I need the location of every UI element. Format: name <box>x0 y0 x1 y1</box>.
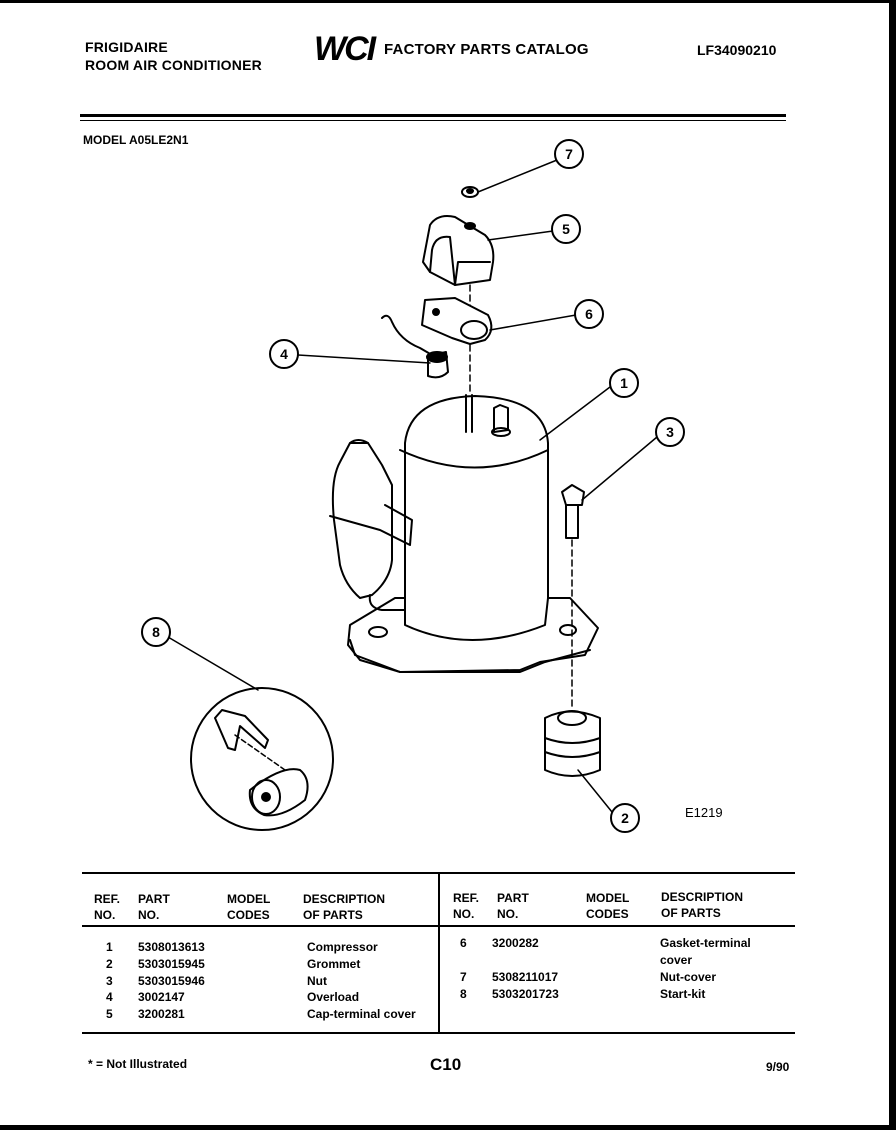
wci-logo: WCI <box>314 30 380 66</box>
part-no: 3200282 <box>492 936 539 950</box>
frame-bottom-border <box>0 1125 896 1130</box>
part-desc: Cap-terminal cover <box>307 1007 416 1021</box>
ref-no: 3 <box>106 974 113 988</box>
callout-label-8: 8 <box>152 624 160 640</box>
terminal-cover-part <box>422 215 495 286</box>
accumulator-part <box>329 439 413 611</box>
ref-no: 5 <box>106 1007 113 1021</box>
ref-no: 1 <box>106 940 113 954</box>
part-no: 3002147 <box>138 990 185 1004</box>
brand-block: FRIGIDAIRE ROOM AIR CONDITIONER <box>85 38 262 74</box>
ref-no: 8 <box>460 987 467 1001</box>
callout-6 <box>574 299 604 329</box>
callout-5 <box>551 214 581 244</box>
print-date: 9/90 <box>766 1060 790 1074</box>
start-kit-detail <box>190 687 334 831</box>
table-row: 1 <box>106 939 113 955</box>
part-desc: Gasket-terminal <box>660 936 751 950</box>
callout-7 <box>554 139 584 169</box>
callout-2 <box>610 803 640 833</box>
diagram-code: E1219 <box>685 805 723 820</box>
header-rule-thin <box>80 120 786 121</box>
frame-right-border <box>889 0 896 1130</box>
header-ref-right: REF.NO. <box>453 891 480 921</box>
part-no: 5303015945 <box>138 957 205 971</box>
svg-text:WCI: WCI <box>314 30 378 66</box>
product-line: ROOM AIR CONDITIONER <box>85 57 262 73</box>
part-desc: Overload <box>307 990 360 1004</box>
part-desc-continued: cover <box>660 953 693 967</box>
callout-8 <box>141 617 171 647</box>
part-no: 5303015946 <box>138 974 205 988</box>
part-desc: Nut-cover <box>660 970 717 984</box>
callout-label-1: 1 <box>620 375 628 391</box>
callout-label-3: 3 <box>666 424 674 440</box>
footnote: * = Not Illustrated <box>88 1057 188 1071</box>
part-desc: Nut <box>307 974 327 988</box>
brand-name: FRIGIDAIRE <box>85 39 168 55</box>
table-bottom-rule <box>82 1032 795 1034</box>
part-no: 5308211017 <box>492 970 559 984</box>
header-rule-thick <box>80 114 786 117</box>
gasket-part <box>421 297 493 345</box>
bolt-part <box>561 484 585 711</box>
callout-1 <box>609 368 639 398</box>
callout-label-4: 4 <box>280 346 288 362</box>
callout-3 <box>655 417 685 447</box>
exploded-parts-diagram: 7 5 6 4 1 3 8 2 <box>141 139 685 833</box>
model-number: MODEL A05LE2N1 <box>83 133 189 147</box>
part-desc: Compressor <box>307 940 378 954</box>
grommet-part <box>544 710 601 777</box>
ref-no: 6 <box>460 936 467 950</box>
part-no: 5308013613 <box>138 940 205 954</box>
frame-top-border <box>0 0 896 3</box>
header-ref-left: REF.NO. <box>94 892 121 922</box>
ref-no: 4 <box>106 990 113 1004</box>
part-no: 3200281 <box>138 1007 185 1021</box>
callout-label-7: 7 <box>565 146 573 162</box>
table-divider <box>438 873 440 1033</box>
compressor-part <box>347 394 599 673</box>
catalog-title: FACTORY PARTS CATALOG <box>384 41 589 58</box>
ref-no: 2 <box>106 957 113 971</box>
callout-label-5: 5 <box>562 221 570 237</box>
page-number: C10 <box>430 1055 462 1074</box>
part-no: 5303201723 <box>492 987 559 1001</box>
part-desc: Start-kit <box>660 987 706 1001</box>
callout-label-6: 6 <box>585 306 593 322</box>
part-desc: Grommet <box>307 957 361 971</box>
catalog-number: LF34090210 <box>697 42 777 58</box>
ref-no: 7 <box>460 970 467 984</box>
overload-part <box>381 314 449 379</box>
nut-cover-part <box>461 186 479 198</box>
callout-label-2: 2 <box>621 810 629 826</box>
callout-4 <box>269 339 299 369</box>
